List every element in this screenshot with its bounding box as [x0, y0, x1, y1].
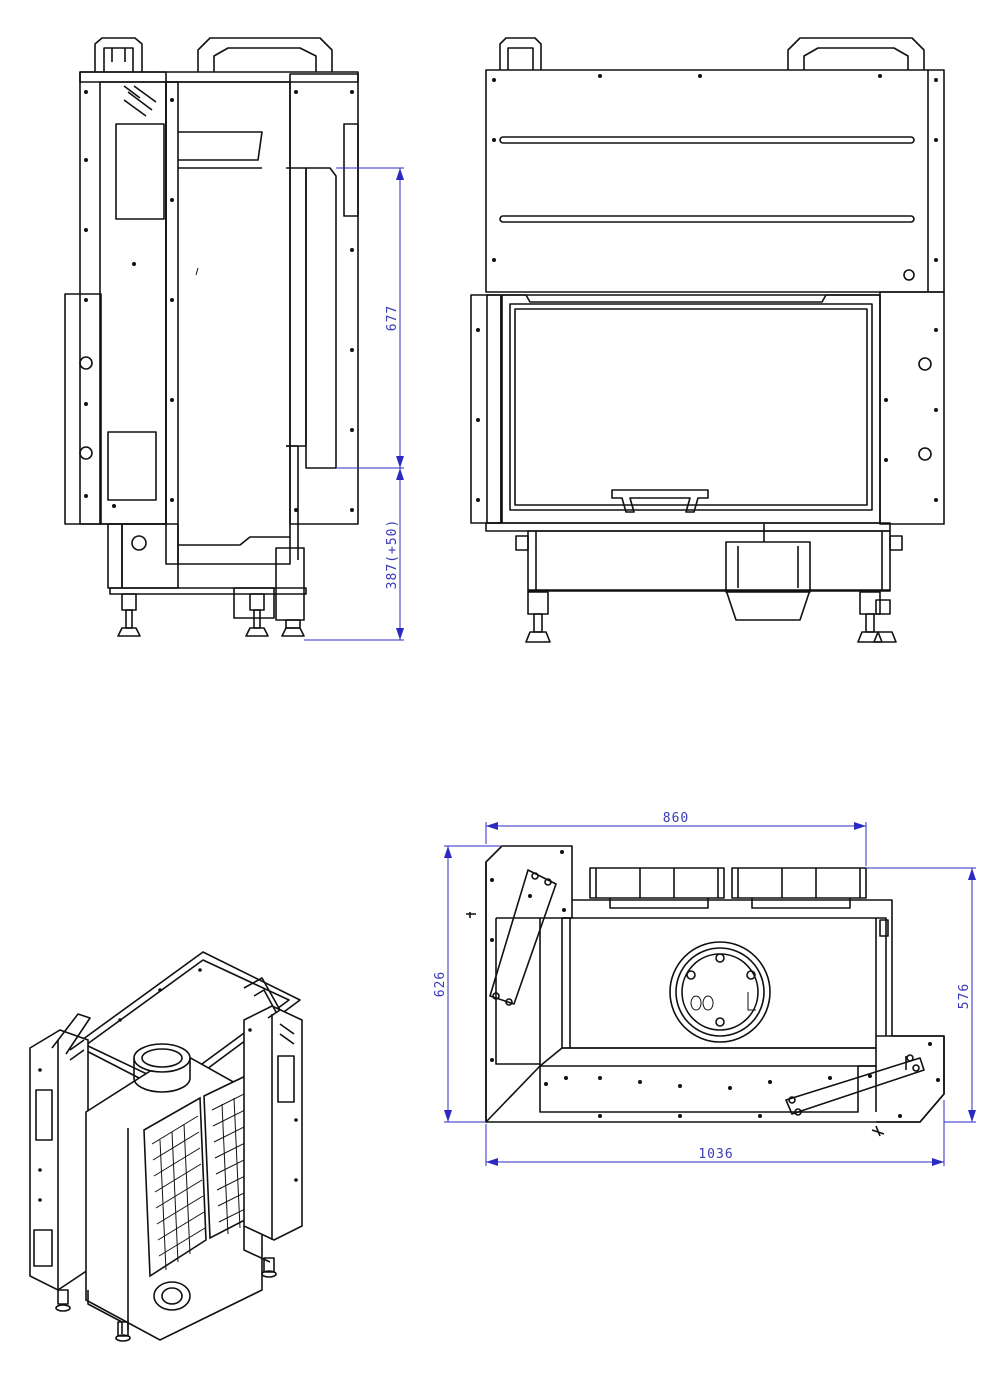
iso-foot-2 [115, 1321, 131, 1342]
front-foot-2 [857, 591, 897, 643]
top-view-dimensions: 860 626 576 1036 [433, 811, 976, 1166]
iso-convection-grille-left [143, 1096, 207, 1278]
dim-top-total-width: 1036 [698, 1147, 733, 1162]
isometric-view [29, 951, 303, 1342]
top-handle-right [785, 1054, 925, 1116]
front-ash-drawer [725, 524, 811, 621]
top-convection-box-2 [731, 867, 867, 909]
side-foot-3 [281, 619, 305, 637]
iso-foot-3 [261, 1257, 277, 1278]
side-view [64, 37, 359, 637]
dim-side-lower-height: 387(+50) [385, 519, 400, 590]
side-foot-2 [245, 593, 269, 637]
side-foot-1 [117, 593, 141, 637]
iso-foot-1 [55, 1289, 71, 1312]
dim-top-left-depth: 626 [433, 971, 448, 997]
dim-top-right-depth: 576 [957, 983, 972, 1009]
top-flue-collar [669, 941, 771, 1043]
top-view [466, 845, 945, 1137]
front-foot-1 [525, 591, 551, 643]
top-handle-left [489, 869, 557, 1006]
top-convection-box-1 [589, 867, 725, 909]
front-view [470, 37, 945, 643]
dim-top-depth-width: 860 [663, 811, 689, 826]
dim-side-upper-height: 677 [385, 305, 400, 331]
side-view-dimensions: 677 387(+50) [304, 167, 404, 641]
